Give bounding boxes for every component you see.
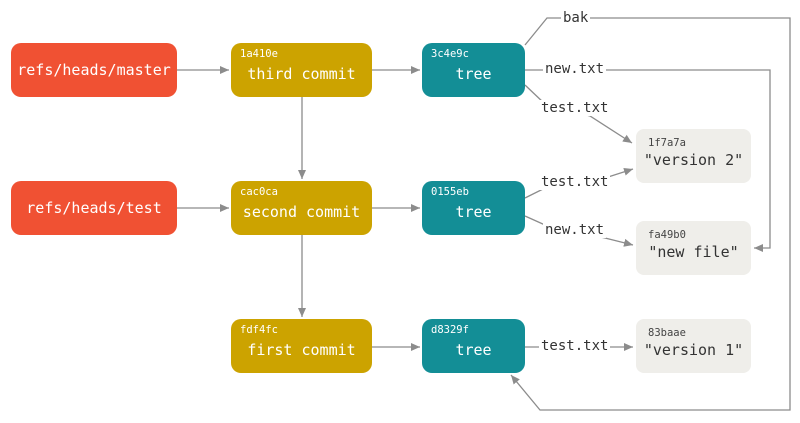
edge-label-new-txt-mid: new.txt bbox=[543, 222, 607, 238]
commit-third: 1a410e third commit bbox=[231, 43, 372, 97]
commit-label: first commit bbox=[247, 341, 356, 359]
commit-hash: fdf4fc bbox=[240, 324, 278, 336]
tree-hash: d8329f bbox=[431, 324, 469, 336]
tree-label: tree bbox=[455, 203, 492, 221]
arrow-new-txt-to-fa49b0 bbox=[525, 69, 771, 252]
edge-label-test-txt-bottom: test.txt bbox=[539, 338, 611, 354]
commit-second: cac0ca second commit bbox=[231, 181, 372, 235]
edge-label-new-txt-top: new.txt bbox=[543, 61, 607, 77]
blob-fa49b0: fa49b0 "new file" bbox=[636, 221, 751, 275]
blob-hash: fa49b0 bbox=[648, 229, 686, 241]
tree-label: tree bbox=[455, 341, 492, 359]
ref-master: refs/heads/master bbox=[11, 43, 177, 97]
tree-0155eb: 0155eb tree bbox=[422, 181, 525, 235]
commit-hash: 1a410e bbox=[240, 48, 278, 60]
edge-label-test-txt-top: test.txt bbox=[539, 100, 611, 116]
commit-hash: cac0ca bbox=[240, 186, 278, 198]
blob-1f7a7a: 1f7a7a "version 2" bbox=[636, 129, 751, 183]
blob-label: "version 2" bbox=[643, 151, 744, 169]
tree-hash: 0155eb bbox=[431, 186, 469, 198]
edge-label-test-txt-mid: test.txt bbox=[539, 174, 611, 190]
blob-hash: 1f7a7a bbox=[648, 137, 686, 149]
commit-label: second commit bbox=[242, 203, 361, 221]
blob-hash: 83baae bbox=[648, 327, 686, 339]
blob-label: "version 1" bbox=[643, 341, 744, 359]
tree-d8329f: d8329f tree bbox=[422, 319, 525, 373]
tree-3c4e9c: 3c4e9c tree bbox=[422, 43, 525, 97]
commit-label: third commit bbox=[247, 65, 356, 83]
blob-label: "new file" bbox=[648, 243, 739, 261]
arrow-bak-to-tree-d8329f bbox=[510, 17, 791, 411]
ref-test: refs/heads/test bbox=[11, 181, 177, 235]
ref-test-label: refs/heads/test bbox=[26, 199, 162, 217]
tree-label: tree bbox=[455, 65, 492, 83]
ref-master-label: refs/heads/master bbox=[17, 61, 171, 79]
blob-83baae: 83baae "version 1" bbox=[636, 319, 751, 373]
tree-hash: 3c4e9c bbox=[431, 48, 469, 60]
edge-label-bak: bak bbox=[561, 10, 591, 26]
commit-first: fdf4fc first commit bbox=[231, 319, 372, 373]
